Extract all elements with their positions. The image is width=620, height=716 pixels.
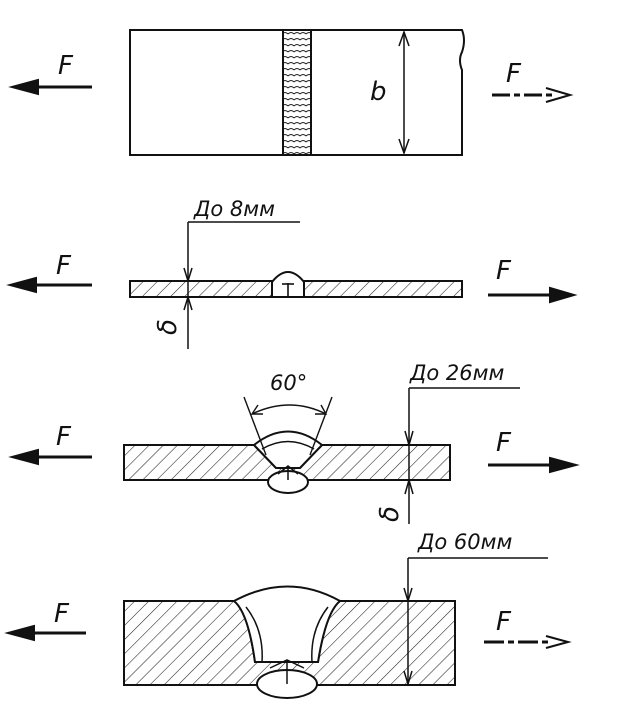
force-label: F [496, 428, 512, 458]
plan-view [8, 29, 574, 156]
force-label: F [54, 599, 70, 629]
medium-thickness-label: δ [375, 506, 405, 522]
width-label: b [370, 77, 387, 107]
medium-limit-label: До 26мм [409, 361, 504, 385]
force-label: F [56, 422, 72, 452]
medium-joint [8, 387, 580, 524]
thin-joint [6, 221, 578, 349]
thick-weld [232, 585, 342, 663]
weld-bead [282, 29, 312, 156]
plate-outline [129, 29, 465, 156]
angle-arc [251, 404, 327, 415]
medium-weld [252, 430, 324, 469]
thin-thickness-label: δ [153, 319, 183, 335]
force-label: F [496, 607, 512, 637]
thick-joint [4, 557, 572, 699]
angle-label: 60° [270, 371, 307, 395]
force-label: F [56, 251, 72, 281]
force-label: F [506, 59, 522, 89]
force-label: F [58, 51, 74, 81]
force-label: F [496, 256, 512, 286]
thick-limit-label: До 60мм [417, 530, 512, 554]
thin-limit-label: До 8мм [193, 197, 275, 221]
